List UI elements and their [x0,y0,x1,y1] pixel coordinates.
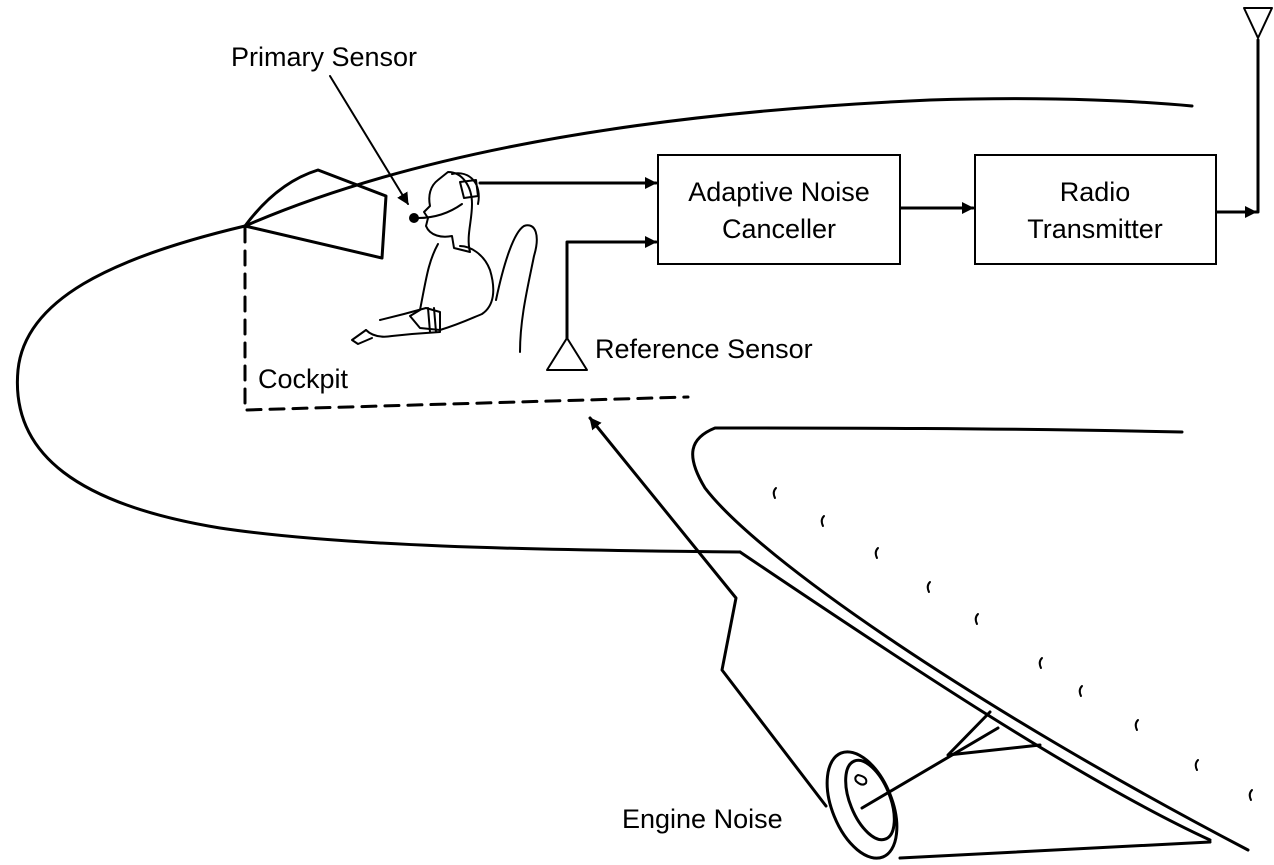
mic-tip [409,213,419,223]
engine-noise-path [590,418,826,806]
slat-mark [822,516,824,526]
slat-mark [1136,720,1138,730]
reference-signal-line [567,242,656,338]
fuselage-nose-outline [17,226,740,552]
anc-block [658,155,900,264]
slat-mark [976,614,978,624]
pilot-torso [410,244,493,330]
anc-label-line1: Adaptive Noise [688,177,870,207]
slat-mark [1040,658,1042,668]
anc-label-line2: Canceller [722,214,836,244]
radio-to-antenna-line [1216,40,1258,212]
slat-mark [928,582,930,592]
engine-inner-ring [836,754,905,847]
reference-sensor-icon [547,338,587,370]
cockpit-label: Cockpit [258,364,349,394]
antenna-icon [1244,8,1272,38]
slat-mark [1250,790,1252,800]
radio-label-line1: Radio [1060,177,1131,207]
slat-mark [774,488,776,498]
radio-block [975,155,1216,264]
slat-mark [876,548,878,558]
slat-mark [1080,686,1082,696]
windshield-divider [318,170,360,186]
pilot-figure [352,172,537,352]
reference-sensor-label: Reference Sensor [595,334,813,364]
engine-spinner [855,775,866,785]
engine-noise-label: Engine Noise [622,804,783,834]
wing [693,428,1248,850]
wing-leading-edge [693,428,1248,850]
primary-sensor-leader [330,76,408,204]
nacelle-body [862,728,1210,858]
primary-sensor-label: Primary Sensor [231,42,417,72]
radio-label-line2: Transmitter [1027,214,1163,244]
headset-icon [452,173,479,204]
slat-mark [1196,760,1198,770]
pilot-seat [496,225,537,352]
